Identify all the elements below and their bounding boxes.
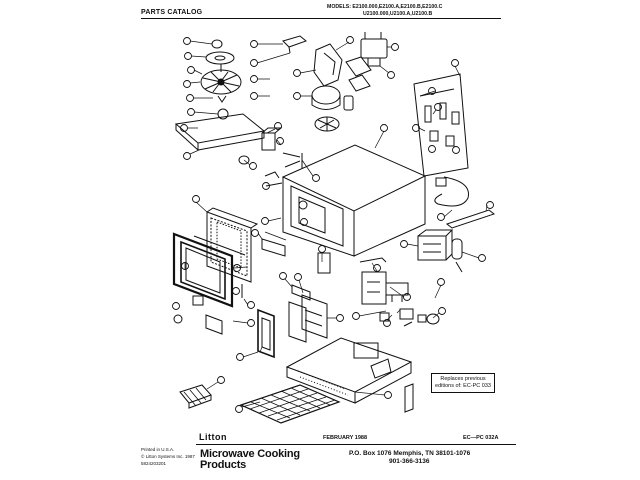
high-voltage-parts [359,209,496,305]
waveguide-bracket [282,35,307,54]
company-address: P.O. Box 1076 Memphis, TN 38101-1076 901… [349,450,470,466]
small-components [379,282,440,327]
copyright-text: © Litton Systems Inc. 1987 [141,454,195,459]
footer-rule [196,444,516,445]
base-plate [285,337,413,404]
part-number-text: 5824203201 [141,461,167,466]
models-line-2: U2100.000,U2100.A,U2100.B [363,11,433,17]
latch-switch-assembly [257,238,331,359]
phone-number: 901-366-3136 [389,458,430,465]
replaces-line-1: Replaces previous [440,376,486,382]
product-title: Microwave Cooking Products [200,449,300,471]
side-trim [404,383,414,413]
brand-logo: Litton [199,432,227,442]
models-line-1: MODELS: E2100.000,E2100.A,E2100.B,E2100.… [327,4,443,10]
catalog-label: PARTS CATALOG [141,9,203,16]
models-list: MODELS: E2100.000,E2100.A,E2100.B,E2100.… [327,4,442,18]
printed-in-text: Printed in U.S.A. [141,447,175,452]
callout-leaders [184,40,488,408]
magnetron-assembly [311,32,388,132]
print-info: Printed in U.S.A. © Litton Systems Inc. … [141,446,195,467]
power-cord [434,176,469,207]
callout-balloons [172,36,494,413]
publication-date: FEBRUARY 1988 [323,435,368,441]
shelf-tray [174,113,266,151]
product-title-line-1: Microwave Cooking [200,448,300,460]
outer-cabinet [281,144,427,257]
filter-grid [239,384,341,424]
door-assembly [172,207,259,335]
product-title-line-2: Products [200,459,247,471]
control-board [413,73,469,177]
header-rule [141,18,501,19]
address-line-1: P.O. Box 1076 Memphis, TN 38101-1076 [349,450,471,457]
stirrer-assembly [200,39,242,120]
interlock-parts [238,127,303,187]
control-panel-part [179,384,212,409]
replaces-line-2: editions of: EC-PC 033 [435,382,491,389]
replaces-notice: Replaces previous editions of: EC-PC 033 [431,373,495,393]
catalog-code: EC—PC 032A [463,435,499,441]
